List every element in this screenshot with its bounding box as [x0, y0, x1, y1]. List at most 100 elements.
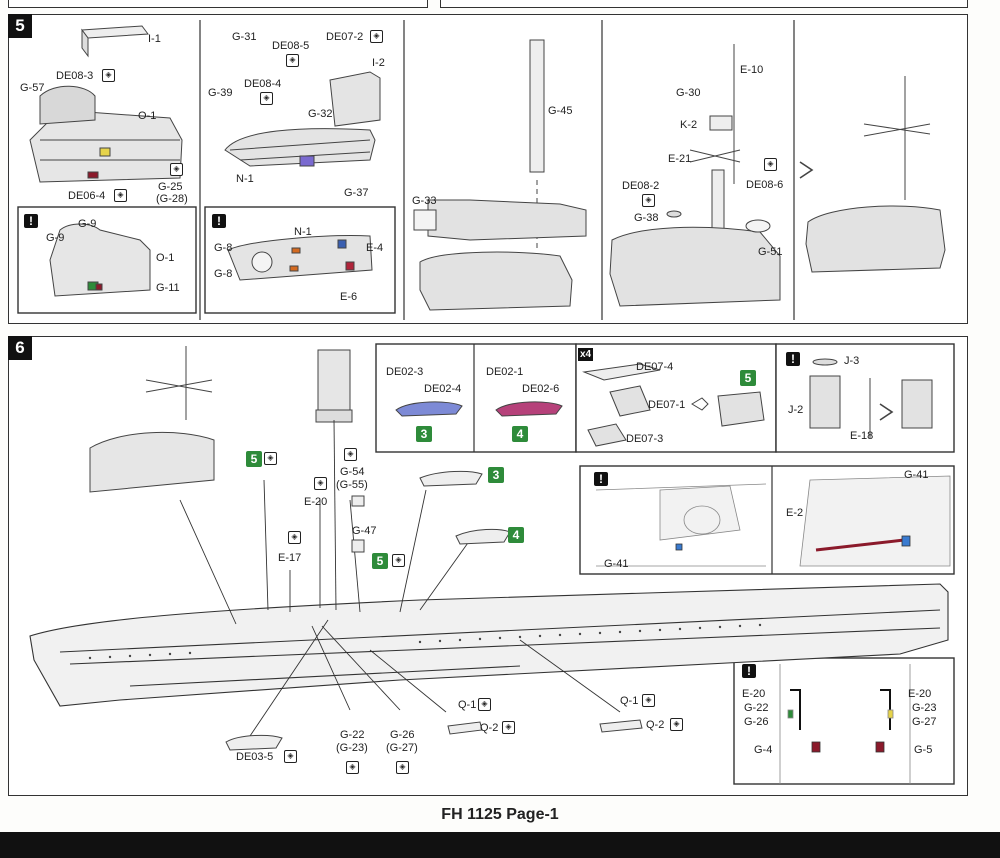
photo-etch-icon: ◈ — [288, 531, 301, 544]
label-g9b: G-9 — [46, 232, 65, 244]
photo-etch-icon: ◈ — [642, 694, 655, 707]
photo-etch-icon: ◈ — [370, 30, 383, 43]
label-detail-g4: G-4 — [754, 744, 773, 756]
label-e4: E-4 — [366, 242, 384, 254]
label-de07-1: DE07-1 — [648, 399, 686, 411]
photo-etch-icon: ◈ — [284, 750, 297, 763]
step-5-badge: 5 — [8, 14, 32, 38]
label-de02-6: DE02-6 — [522, 383, 560, 395]
label-e21: E-21 — [668, 153, 692, 165]
label-de03-5: DE03-5 — [236, 751, 274, 763]
photo-etch-icon: ◈ — [346, 761, 359, 774]
label-g9a: G-9 — [78, 218, 97, 230]
step-ref-badge-3: 3 — [488, 467, 504, 483]
label-g8b: G-8 — [214, 268, 233, 280]
step-ref-badge-3: 3 — [416, 426, 432, 442]
label-g23: (G-23) — [336, 742, 368, 754]
label-o1: O-1 — [138, 110, 157, 122]
label-g31: G-31 — [232, 31, 257, 43]
label-g41a: G-41 — [604, 558, 629, 570]
label-g45: G-45 — [548, 105, 573, 117]
photo-etch-icon: ◈ — [392, 554, 405, 567]
quantity-badge: x4 — [578, 348, 594, 361]
label-e6: E-6 — [340, 291, 358, 303]
label-de02-1: DE02-1 — [486, 366, 524, 378]
page-footer-title: FH 1125 Page-1 — [441, 806, 559, 823]
photo-etch-icon: ◈ — [170, 163, 183, 176]
label-detail-g5: G-5 — [914, 744, 933, 756]
label-detail-g23: G-23 — [912, 702, 937, 714]
label-n1: N-1 — [236, 173, 254, 185]
previous-step-panel-right — [440, 0, 968, 8]
label-g38: G-38 — [634, 212, 659, 224]
label-g30: G-30 — [676, 87, 701, 99]
label-g54: G-54 — [340, 466, 365, 478]
photo-etch-icon: ◈ — [642, 194, 655, 207]
step-ref-badge-4: 4 — [512, 426, 528, 442]
label-e20: E-20 — [304, 496, 328, 508]
label-de02-3: DE02-3 — [386, 366, 424, 378]
step-ref-badge-4: 4 — [508, 527, 524, 543]
photo-etch-icon: ◈ — [260, 92, 273, 105]
label-g39: G-39 — [208, 87, 233, 99]
step-ref-badge-5: 5 — [372, 553, 388, 569]
label-g57: G-57 — [20, 82, 45, 94]
label-o1b: O-1 — [156, 252, 175, 264]
label-de08-4: DE08-4 — [244, 78, 282, 90]
label-g41b: G-41 — [904, 469, 929, 481]
step-ref-badge-5: 5 — [246, 451, 262, 467]
label-detail-e20b: E-20 — [908, 688, 932, 700]
photo-etch-icon: ◈ — [478, 698, 491, 711]
photo-etch-icon: ◈ — [764, 158, 777, 171]
label-e2: E-2 — [786, 507, 804, 519]
label-e10: E-10 — [740, 64, 764, 76]
note-icon: ! — [742, 664, 756, 678]
label-detail-g22: G-22 — [744, 702, 769, 714]
label-g33: G-33 — [412, 195, 437, 207]
label-detail-g26: G-26 — [744, 716, 769, 728]
label-de08-3: DE08-3 — [56, 70, 94, 82]
label-i1: I-1 — [148, 33, 161, 45]
label-g32: G-32 — [308, 108, 333, 120]
label-n1b: N-1 — [294, 226, 312, 238]
label-de08-6: DE08-6 — [746, 179, 784, 191]
label-q2b: Q-2 — [646, 719, 665, 731]
photo-etch-icon: ◈ — [314, 477, 327, 490]
label-de06-4: DE06-4 — [68, 190, 106, 202]
bottom-bar — [0, 832, 1000, 858]
label-de07-2: DE07-2 — [326, 31, 364, 43]
label-de07-4: DE07-4 — [636, 361, 674, 373]
label-j2: J-2 — [788, 404, 804, 416]
label-k2: K-2 — [680, 119, 698, 131]
label-g28: (G-28) — [156, 193, 188, 205]
label-de08-2: DE08-2 — [622, 180, 660, 192]
label-de07-3: DE07-3 — [626, 433, 664, 445]
photo-etch-icon: ◈ — [286, 54, 299, 67]
photo-etch-icon: ◈ — [264, 452, 277, 465]
label-q1b: Q-1 — [620, 695, 639, 707]
photo-etch-icon: ◈ — [344, 448, 357, 461]
label-g26: G-26 — [390, 729, 415, 741]
step-6-badge: 6 — [8, 336, 32, 360]
label-g22: G-22 — [340, 729, 365, 741]
label-i2: I-2 — [372, 57, 385, 69]
label-g47: G-47 — [352, 525, 377, 537]
label-g37: G-37 — [344, 187, 369, 199]
label-g25: G-25 — [158, 181, 183, 193]
label-g55: (G-55) — [336, 479, 368, 491]
note-icon: ! — [786, 352, 800, 366]
photo-etch-icon: ◈ — [102, 69, 115, 82]
photo-etch-icon: ◈ — [670, 718, 683, 731]
label-detail-g27: G-27 — [912, 716, 937, 728]
label-detail-e20a: E-20 — [742, 688, 766, 700]
photo-etch-icon: ◈ — [502, 721, 515, 734]
label-j3: J-3 — [844, 355, 860, 367]
label-de02-4: DE02-4 — [424, 383, 462, 395]
portholes — [88, 623, 762, 660]
photo-etch-icon: ◈ — [114, 189, 127, 202]
label-q1a: Q-1 — [458, 699, 477, 711]
note-icon: ! — [212, 214, 226, 228]
label-e17: E-17 — [278, 552, 302, 564]
